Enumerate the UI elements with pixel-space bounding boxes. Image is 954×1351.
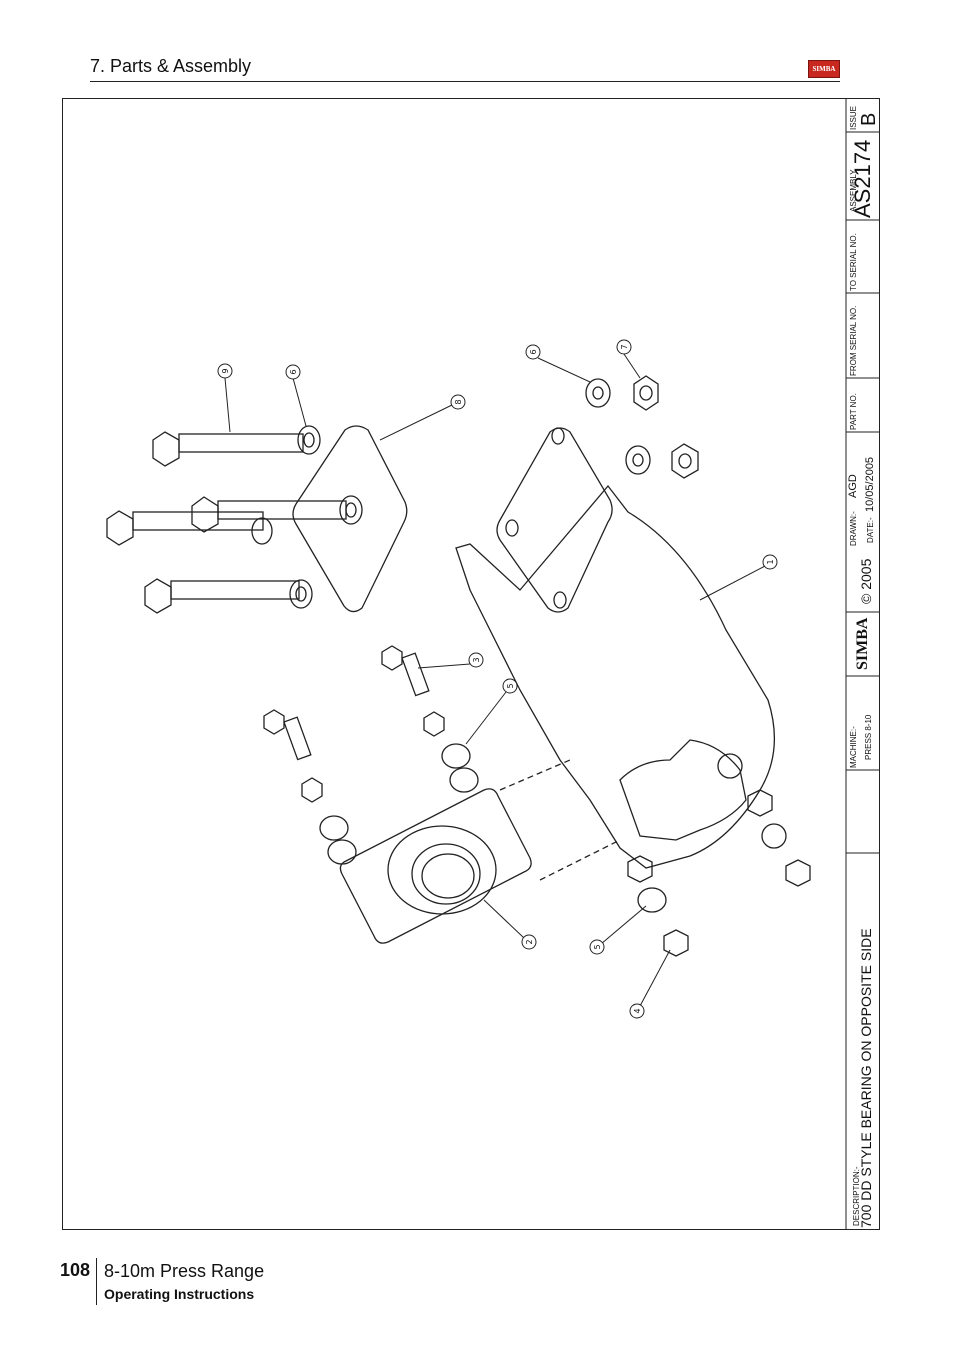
mounting-bracket bbox=[455, 484, 776, 869]
issue-value: B bbox=[858, 112, 880, 126]
callout-numbers: 9 6 8 6 7 1 3 5 2 5 4 bbox=[221, 344, 775, 1013]
assembly-number: AS2174 bbox=[850, 139, 875, 218]
drawn-label: DRAWN:- bbox=[849, 511, 858, 546]
drawn-value: AGD bbox=[847, 474, 859, 498]
page-number: 108 bbox=[60, 1260, 91, 1280]
issue-label: ISSUE bbox=[849, 105, 858, 130]
washers-upper-left bbox=[251, 425, 363, 609]
callout-7: 7 bbox=[620, 344, 629, 349]
callout-6b: 6 bbox=[529, 349, 538, 354]
title-block-logo: SIMBA bbox=[854, 617, 871, 670]
to-serial-label: TO SERIAL NO. bbox=[849, 233, 858, 291]
callout-8: 8 bbox=[454, 399, 463, 404]
header-rule bbox=[90, 81, 840, 82]
diamond-plate bbox=[292, 425, 408, 613]
logo-text: SIMBA bbox=[812, 65, 836, 73]
machine-value: PRESS 8-10 bbox=[864, 714, 873, 760]
from-serial-label: FROM SERIAL NO. bbox=[849, 305, 858, 376]
callout-leaders bbox=[224, 353, 766, 1007]
callout-9: 9 bbox=[221, 368, 230, 373]
callout-4: 4 bbox=[633, 1008, 642, 1013]
date-value: 10/05/2005 bbox=[864, 456, 876, 512]
part-no-label: PART NO. bbox=[849, 393, 858, 430]
flange-bearing bbox=[339, 788, 532, 944]
simba-logo: SIMBA bbox=[808, 60, 840, 78]
bracket-plate bbox=[496, 427, 613, 613]
callout-1: 1 bbox=[766, 559, 775, 564]
copyright: © 2005 bbox=[858, 558, 874, 604]
long-bolt-group bbox=[106, 431, 347, 614]
document-type: Operating Instructions bbox=[104, 1286, 255, 1302]
section-title: 7. Parts & Assembly bbox=[90, 56, 252, 76]
callout-5a: 5 bbox=[506, 683, 515, 688]
title-block-lines bbox=[845, 98, 880, 1230]
footer-rule bbox=[96, 1258, 97, 1305]
callout-6a: 6 bbox=[289, 369, 298, 374]
machine-label: MACHINE:- bbox=[849, 726, 858, 768]
drawing-frame bbox=[62, 98, 880, 1230]
callout-balloons bbox=[217, 339, 778, 1019]
exploded-assembly-drawing: 9 6 8 6 7 1 3 5 2 5 4 bbox=[106, 98, 880, 1230]
product-name: 8-10m Press Range bbox=[104, 1261, 265, 1281]
date-label: DATE:- bbox=[866, 517, 875, 543]
description-text: 700 DD STYLE BEARING ON OPPOSITE SIDE bbox=[858, 928, 874, 1228]
callout-2: 2 bbox=[525, 939, 534, 944]
callout-3: 3 bbox=[472, 657, 481, 662]
callout-5b: 5 bbox=[593, 944, 602, 949]
short-bolts bbox=[263, 645, 445, 803]
